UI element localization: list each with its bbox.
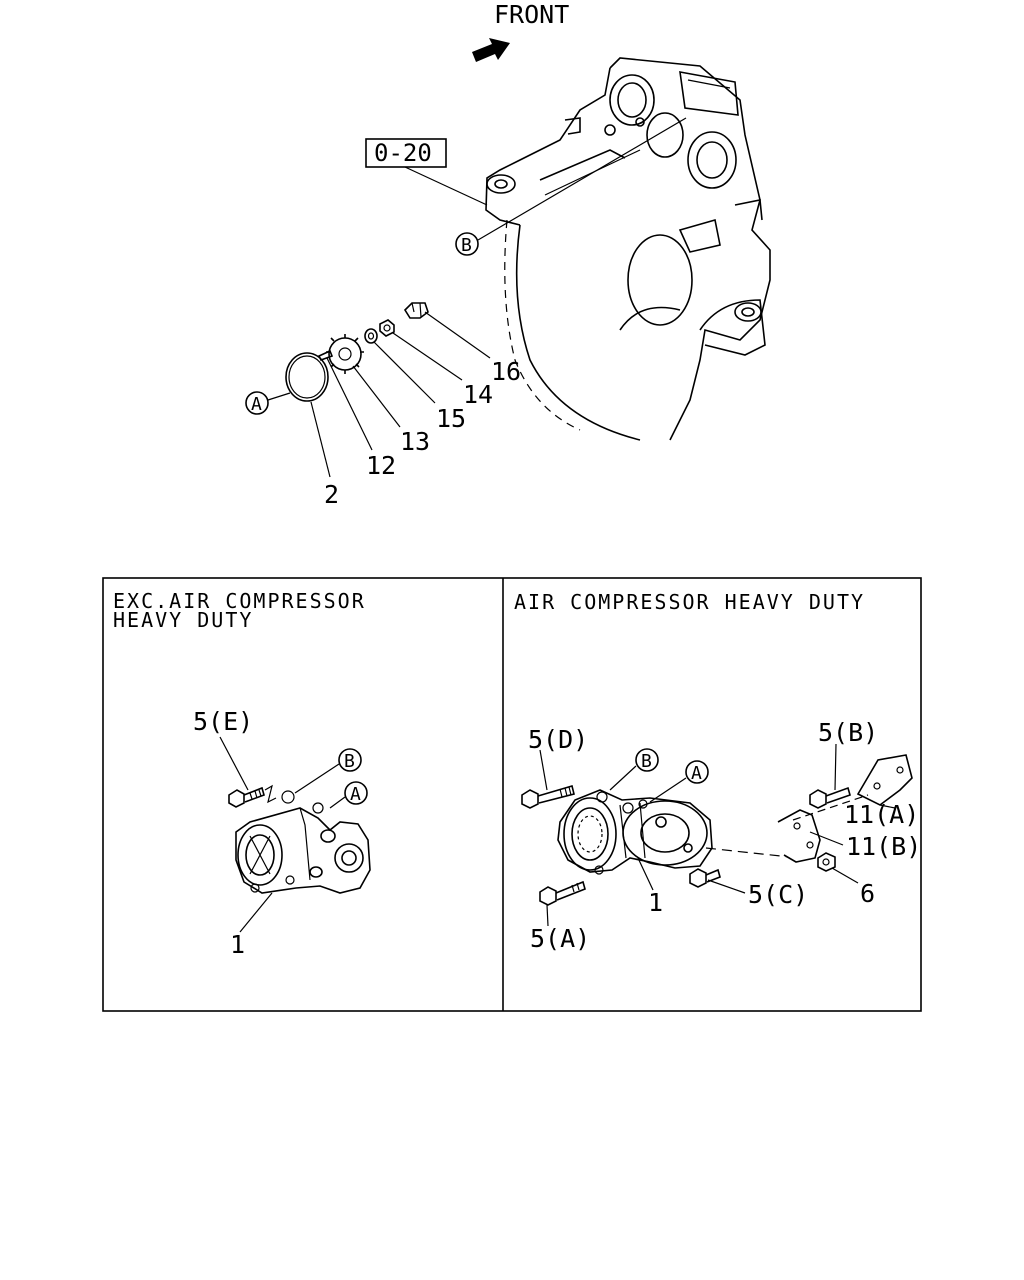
alignment-dashline-upper bbox=[792, 794, 869, 821]
bolt-5c bbox=[689, 868, 721, 888]
top-callouts: 2 12 13 15 14 16 bbox=[310, 311, 521, 509]
callout-5d: 5(D) bbox=[528, 725, 588, 754]
callout-16: 16 bbox=[491, 357, 521, 386]
marker-b-top-label: B bbox=[461, 235, 472, 256]
alignment-mark bbox=[264, 784, 277, 804]
oil-pump-heavy-duty bbox=[557, 789, 713, 875]
bracket-11a bbox=[856, 754, 913, 806]
marker-a-top-label: A bbox=[251, 394, 262, 415]
callout-2: 2 bbox=[324, 480, 339, 509]
marker-a-top: A bbox=[245, 391, 291, 415]
marker-b-left: B bbox=[294, 748, 362, 794]
marker-a-right: A bbox=[649, 760, 709, 803]
callout-12: 12 bbox=[366, 451, 396, 480]
marker-a-left-label: A bbox=[350, 784, 361, 805]
reference-box: 0-20 bbox=[365, 138, 488, 206]
callout-13: 13 bbox=[400, 427, 430, 456]
gear-part bbox=[326, 334, 364, 374]
nut-6 bbox=[817, 852, 836, 872]
washer-part bbox=[364, 328, 378, 344]
marker-b-right-label: B bbox=[641, 751, 652, 772]
marker-a-right-label: A bbox=[691, 763, 702, 784]
left-panel-caption-line2: HEAVY DUTY bbox=[113, 608, 253, 632]
callout-6: 6 bbox=[860, 879, 875, 908]
reference-box-label: 0-20 bbox=[374, 139, 432, 167]
front-arrow-icon bbox=[472, 38, 510, 62]
variant-panels-frame bbox=[102, 577, 922, 1012]
stud-bolt-part bbox=[403, 302, 429, 319]
oil-pump-standard bbox=[235, 790, 371, 894]
o-ring-part bbox=[285, 352, 329, 402]
callout-1-right: 1 bbox=[648, 888, 663, 917]
callout-5a: 5(A) bbox=[530, 924, 590, 953]
callout-5c: 5(C) bbox=[748, 880, 808, 909]
bracket-11b bbox=[777, 809, 821, 863]
callout-5b: 5(B) bbox=[818, 718, 878, 747]
right-panel: AIR COMPRESSOR HEAVY DUTY 5(D) bbox=[514, 590, 921, 953]
callout-11a: 11(A) bbox=[844, 800, 919, 829]
nut-part bbox=[379, 319, 395, 337]
left-panel: EXC.AIR COMPRESSOR HEAVY DUTY 5(E) bbox=[113, 589, 371, 959]
right-panel-caption: AIR COMPRESSOR HEAVY DUTY bbox=[514, 590, 865, 614]
callout-15: 15 bbox=[436, 404, 466, 433]
marker-a-left: A bbox=[329, 781, 368, 809]
front-label: FRONT bbox=[494, 0, 569, 29]
callout-14: 14 bbox=[463, 380, 493, 409]
bolt-5a bbox=[539, 880, 586, 906]
left-panel-caption-line1: EXC.AIR COMPRESSOR bbox=[113, 589, 366, 613]
marker-b-right: B bbox=[609, 748, 659, 791]
alignment-dashline bbox=[705, 847, 791, 858]
callout-1-left: 1 bbox=[230, 930, 245, 959]
bolt-5d bbox=[521, 784, 575, 809]
marker-b-top: B bbox=[455, 117, 687, 256]
bolt-5b bbox=[809, 786, 851, 809]
flywheel-housing bbox=[485, 57, 771, 441]
marker-b-left-label: B bbox=[344, 751, 355, 772]
callout-5e: 5(E) bbox=[193, 707, 253, 736]
callout-11b: 11(B) bbox=[846, 832, 921, 861]
bolt-5e bbox=[228, 786, 265, 808]
